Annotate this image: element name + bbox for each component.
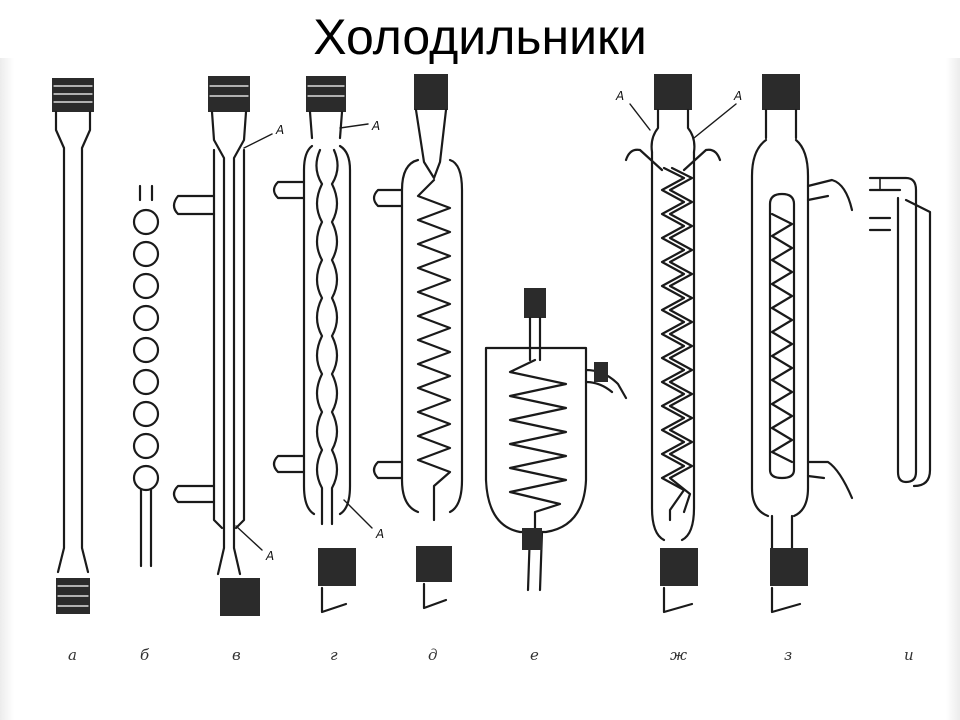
slide-title: Холодильники xyxy=(313,9,647,65)
marker-a-v-bottom: А xyxy=(265,549,274,563)
condenser-b xyxy=(132,184,160,568)
marker-a-g-top: А xyxy=(371,119,380,133)
marker-a-zh-left: А xyxy=(615,89,624,103)
condenser-z xyxy=(750,74,854,614)
item-label-b: б xyxy=(140,646,150,664)
bottom-joint xyxy=(416,546,452,582)
condenser-a xyxy=(52,78,94,614)
item-label-zh: ж xyxy=(670,646,687,664)
condenser-zh xyxy=(624,74,737,614)
top-joint xyxy=(414,74,448,110)
item-labels: а б в г д е ж з и xyxy=(68,646,914,664)
bottom-joint xyxy=(770,548,808,586)
item-label-a: а xyxy=(68,646,77,664)
top-joint xyxy=(208,76,250,112)
item-label-d: д xyxy=(428,646,438,664)
condenser-e xyxy=(484,288,628,592)
item-label-z: з xyxy=(784,646,792,664)
condenser-v xyxy=(172,76,273,616)
top-joint xyxy=(524,288,546,318)
top-joint xyxy=(654,74,692,110)
item-label-g: г xyxy=(330,646,338,664)
marker-labels: А А А А А А xyxy=(265,89,742,563)
marker-a-v-top: А xyxy=(275,123,284,137)
marker-a-zh-right: А xyxy=(733,89,742,103)
bottom-joint xyxy=(660,548,698,586)
condenser-i xyxy=(868,176,932,488)
marker-a-g-bottom: А xyxy=(375,527,384,541)
bulb-column xyxy=(132,208,160,492)
condenser-d xyxy=(372,74,464,610)
item-label-v: в xyxy=(232,646,241,664)
item-label-e: е xyxy=(530,646,539,664)
condenser-g xyxy=(272,76,373,614)
drain-joint xyxy=(522,528,542,550)
top-joint xyxy=(306,76,346,112)
top-joint xyxy=(52,78,94,112)
top-joint xyxy=(762,74,800,110)
slide-background xyxy=(0,58,960,720)
bottom-joint xyxy=(220,578,260,616)
item-label-i: и xyxy=(904,646,914,664)
bottom-joint xyxy=(318,548,356,586)
